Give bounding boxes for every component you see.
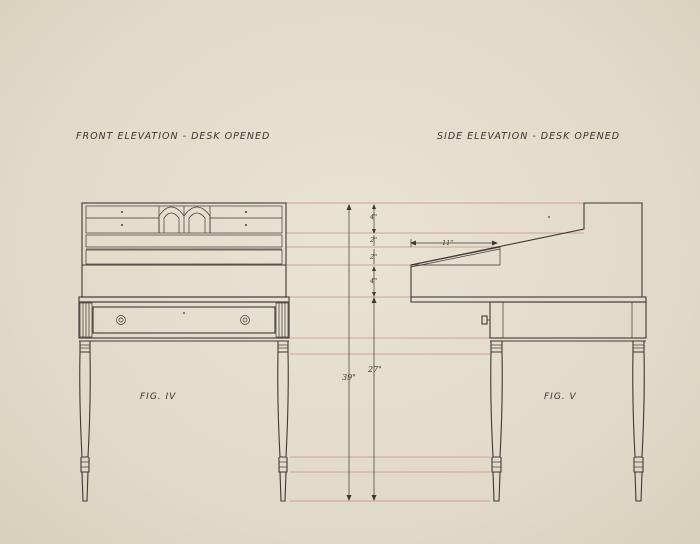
side-elevation-title: SIDE ELEVATION - DESK OPENED [437,131,621,142]
dim-4in-upper: 4" [369,213,377,221]
figure-v-label: FIG. V [544,392,577,402]
side-elevation [410,202,647,502]
dim-table-height: 27" [367,365,382,374]
dim-2in-b: 2" [369,253,377,261]
dimension-lines: 4" 2" 2" 4" 39" 27" 11" [342,204,498,501]
projection-lines [286,202,642,502]
front-elevation [78,202,290,502]
dim-4in-lower: 4" [369,277,377,285]
dim-depth: 11" [442,239,453,247]
dim-overall-height: 39" [342,373,356,382]
figure-iv-label: FIG. IV [140,392,177,402]
dim-2in-a: 2" [369,236,377,244]
front-elevation-title: FRONT ELEVATION - DESK OPENED [76,131,271,142]
